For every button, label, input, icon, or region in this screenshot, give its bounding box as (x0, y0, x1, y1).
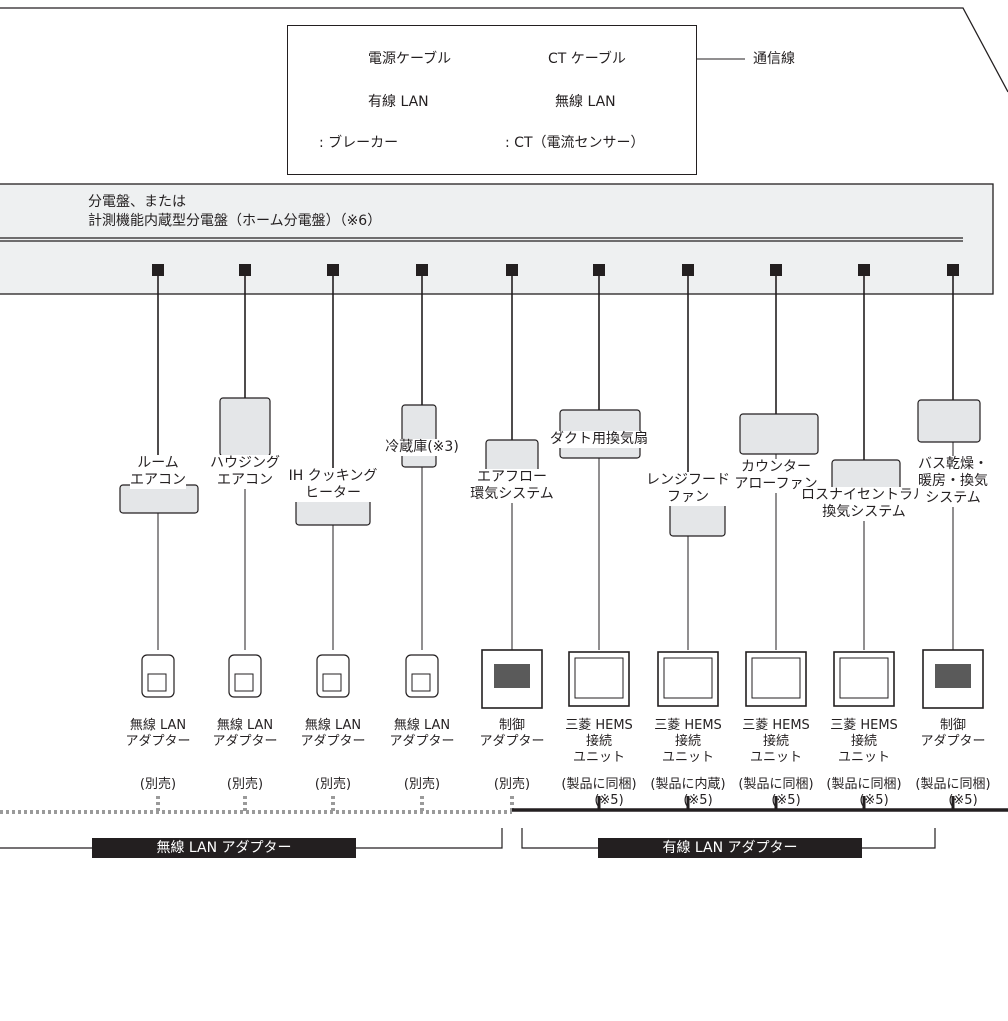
hems-unit-panel (663, 657, 713, 699)
outer-frame (0, 7, 1008, 93)
adapter-label: 三菱 HEMS 接続 ユニット (830, 718, 898, 765)
legend-power-cable-label: 電源ケーブル (368, 51, 452, 67)
appliance-icon (401, 404, 437, 468)
wireless-lan-adapter-band: 無線 LAN アダプター (92, 838, 356, 858)
sold-separately-note: (別売) (314, 777, 352, 792)
adapter-label: 制御 アダプター (479, 718, 545, 749)
adapter-label: 無線 LAN アダプター (389, 718, 455, 749)
device-label: バス乾燥・ 暖房・換気 システム (918, 456, 988, 507)
appliance-icon (917, 399, 981, 443)
bundled-note: (製品に同梱) (738, 777, 814, 792)
breaker (682, 264, 694, 276)
legend-wired-lan-label: 有線 LAN (368, 94, 429, 110)
sold-separately-note: (別売) (403, 777, 441, 792)
breaker (152, 264, 164, 276)
sold-separately-note: (別売) (226, 777, 264, 792)
note-5: (※5) (594, 793, 624, 808)
adapter-label: 三菱 HEMS 接続 ユニット (565, 718, 633, 765)
note-5: (※5) (859, 793, 889, 808)
breaker (239, 264, 251, 276)
device-label: ロスナイセントラル 換気システム (801, 487, 927, 521)
control-adapter-board (935, 664, 971, 688)
breaker (947, 264, 959, 276)
distribution-board (0, 183, 994, 295)
note-5: (※5) (683, 793, 713, 808)
device-label: ハウジング エアコン (210, 455, 280, 489)
adapter-label: 無線 LAN アダプター (125, 718, 191, 749)
legend-ct-label: : CT（電流センサー） (505, 135, 645, 151)
breaker (770, 264, 782, 276)
hems-unit-panel (751, 657, 801, 699)
note-5: (※5) (948, 793, 978, 808)
device-label: レンジフード ファン (646, 472, 730, 506)
appliance-icon (739, 413, 819, 455)
legend-ct-cable-label: CT ケーブル (548, 51, 626, 67)
appliance-icon (119, 484, 199, 514)
device-label: 冷蔵庫(※3) (385, 439, 459, 456)
breaker (506, 264, 518, 276)
hems-unit-panel (839, 657, 889, 699)
breaker (593, 264, 605, 276)
adapter-panel (234, 673, 254, 692)
bundled-note: (製品に内蔵) (650, 777, 726, 792)
adapter-label: 無線 LAN アダプター (300, 718, 366, 749)
adapter-label: 無線 LAN アダプター (212, 718, 278, 749)
adapter-label: 三菱 HEMS 接続 ユニット (742, 718, 810, 765)
legend-box (287, 25, 697, 175)
legend-comm-line-label: 通信線 (753, 51, 795, 67)
breaker (327, 264, 339, 276)
device-label: ダクト用換気扇 (550, 431, 648, 448)
panel-title-line1: 分電盤、または (88, 194, 186, 210)
sold-separately-note: (別売) (139, 777, 177, 792)
device-label: IH クッキング ヒーター (288, 468, 378, 502)
adapter-panel (147, 673, 167, 692)
bundled-note: (製品に同梱) (561, 777, 637, 792)
adapter-label: 三菱 HEMS 接続 ユニット (654, 718, 722, 765)
device-label: ルーム エアコン (130, 455, 186, 489)
legend-breaker-label: : ブレーカー (319, 135, 399, 151)
device-label: エアフロー 環気システム (470, 469, 554, 503)
breaker (416, 264, 428, 276)
device-label: カウンター アローファン (734, 459, 818, 493)
bundled-note: (製品に同梱) (915, 777, 991, 792)
breaker (858, 264, 870, 276)
adapter-label: 制御 アダプター (920, 718, 986, 749)
bundled-note: (製品に同梱) (826, 777, 902, 792)
sold-separately-note: (別売) (493, 777, 531, 792)
appliance-icon (219, 397, 271, 457)
note-5: (※5) (771, 793, 801, 808)
legend-wireless-lan-label: 無線 LAN (555, 94, 616, 110)
panel-title-line2: 計測機能内蔵型分電盤（ホーム分電盤）（※6） (88, 213, 382, 229)
hems-unit-panel (574, 657, 624, 699)
control-adapter-board (494, 664, 530, 688)
wired-lan-adapter-band: 有線 LAN アダプター (598, 838, 862, 858)
adapter-panel (411, 673, 431, 692)
adapter-panel (322, 673, 342, 692)
